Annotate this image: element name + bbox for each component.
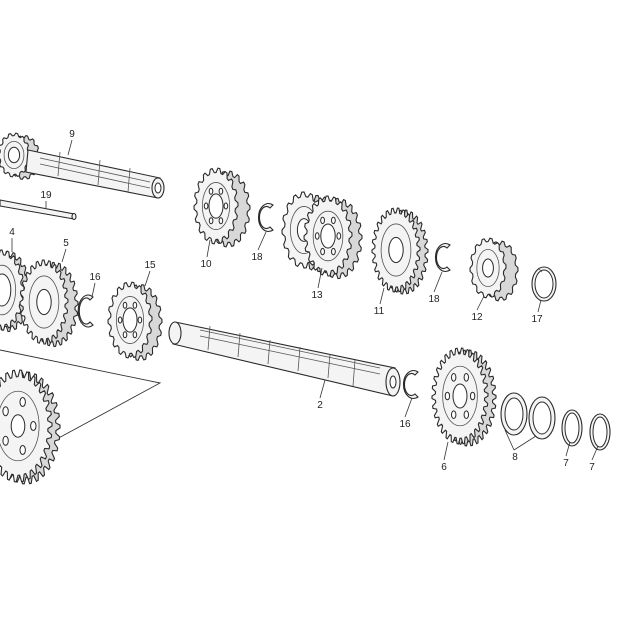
rod-part-19: [0, 199, 77, 221]
washer-part-8-b: [528, 396, 556, 440]
shaft-part-2: [168, 321, 401, 397]
callout-19: 19: [40, 190, 52, 201]
circlip-part-16-upper: [77, 294, 94, 328]
callout-13: 13: [311, 290, 323, 301]
circlip-part-18-lower: [435, 242, 451, 273]
circlip-part-16-lower: [403, 369, 419, 400]
callout-labels: 9 19 4 5 16 15 10 18 13 11 18 12 17 2 16…: [9, 129, 595, 473]
callout-16-lower: 16: [399, 419, 411, 430]
callout-15: 15: [144, 260, 156, 271]
gear-part-11: [371, 207, 429, 295]
callout-6: 6: [441, 462, 447, 473]
gear-part-13: [281, 191, 363, 280]
callout-18-lower: 18: [428, 294, 440, 305]
circlip-part-18-upper: [258, 202, 274, 233]
callout-17: 17: [531, 314, 543, 325]
callout-2: 2: [317, 400, 323, 411]
gear-part-12: [469, 237, 519, 302]
gear-part-5: [19, 259, 79, 348]
callout-5: 5: [63, 238, 69, 249]
washer-part-8-a: [500, 392, 528, 436]
assembly-frame-lines: [0, 349, 162, 441]
callout-18-upper: 18: [251, 252, 263, 263]
leader-lines: [11, 139, 599, 461]
circlip-part-7-a: [561, 409, 583, 447]
callout-7-a: 7: [563, 458, 569, 469]
gear-part-15: [107, 281, 163, 362]
gear-lower-left: [0, 369, 61, 485]
callout-11: 11: [374, 306, 385, 317]
gear-part-6: [431, 347, 497, 447]
shaft-part-9: [0, 132, 165, 199]
callout-7-b: 7: [589, 462, 595, 473]
callout-4: 4: [9, 227, 15, 238]
callout-8: 8: [512, 452, 518, 463]
callout-16-upper: 16: [89, 272, 101, 283]
callout-10: 10: [200, 259, 212, 270]
circlip-part-7-b: [589, 413, 611, 451]
callout-9: 9: [69, 129, 75, 140]
gear-part-10: [193, 167, 251, 248]
callout-12: 12: [471, 312, 483, 323]
snap-ring-part-17: [531, 266, 557, 302]
